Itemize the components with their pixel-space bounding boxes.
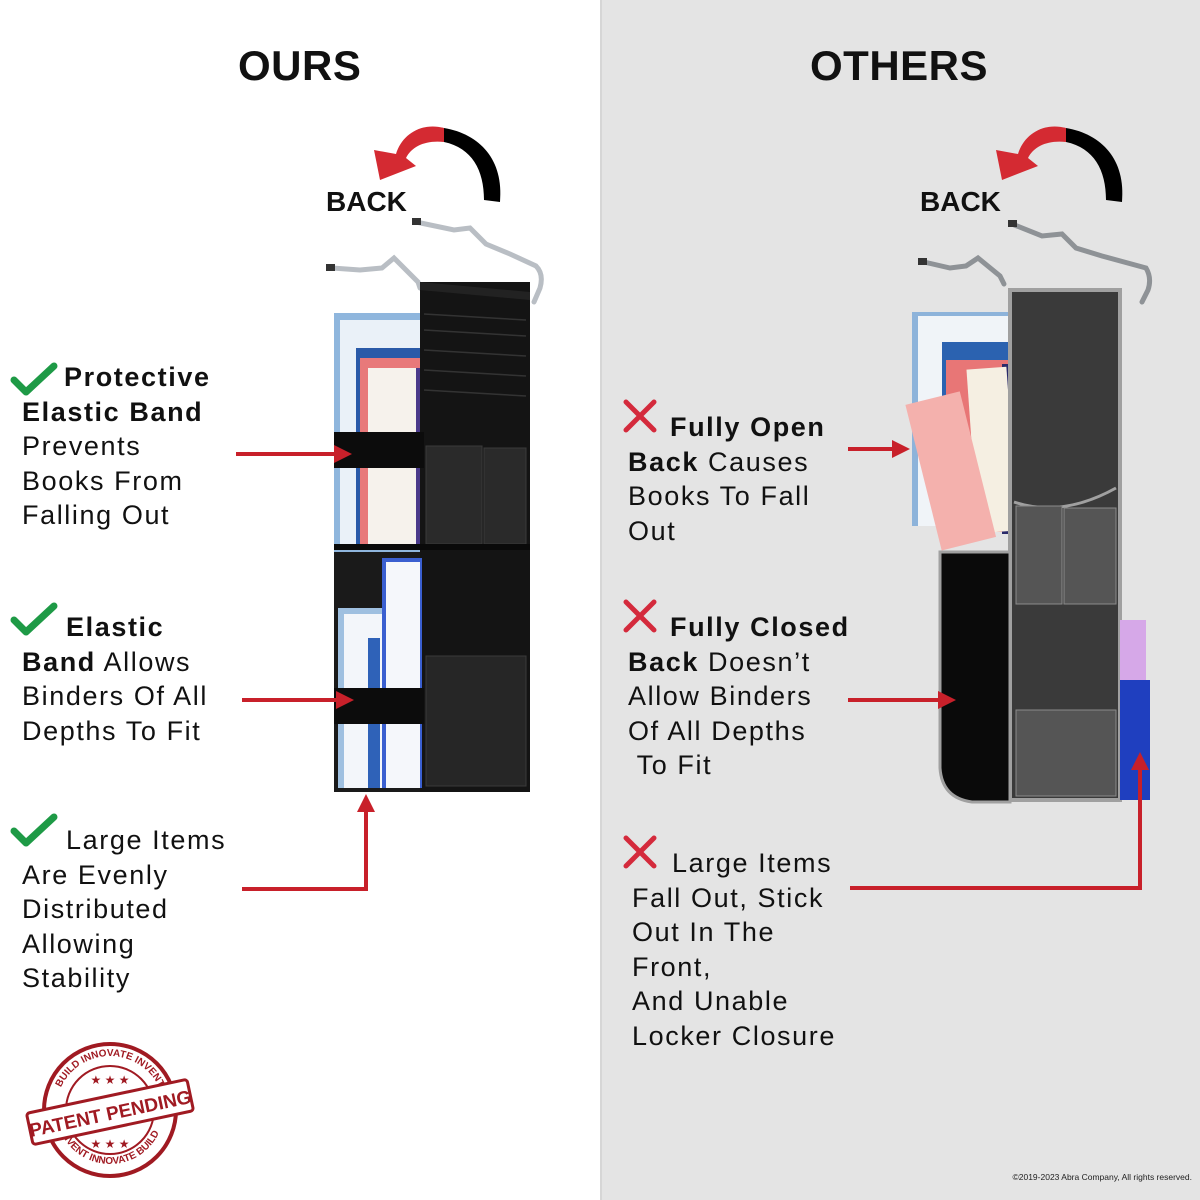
ours-feature-binder-depths: Elastic Band Allows Binders Of All Depth…: [10, 602, 208, 748]
others-back-label: BACK: [920, 186, 1001, 217]
pointer-arrow-line: [242, 887, 368, 891]
checkmark-icon: [10, 602, 58, 636]
pointer-arrowhead: [334, 445, 352, 463]
cross-icon: [623, 399, 657, 433]
others-feature-fully-open-back: Fully Open Back Causes Books To Fall Out: [623, 399, 826, 548]
cross-icon: [623, 835, 657, 869]
pointer-arrow-line: [364, 810, 368, 891]
ours-organizer-image: [326, 218, 544, 792]
pointer-arrowhead: [357, 794, 375, 812]
pointer-arrow-line: [236, 452, 336, 456]
others-heading: OTHERS: [810, 42, 989, 89]
pointer-arrowhead: [892, 440, 910, 458]
pointer-arrow-line: [1138, 768, 1142, 890]
others-feature-large-items: Large Items Fall Out, Stick Out In The F…: [623, 835, 836, 1053]
ours-feature-elastic-band: Protective Elastic Band Prevents Books F…: [10, 360, 211, 533]
pointer-arrow-line: [850, 886, 1142, 890]
ours-heading: OURS: [238, 42, 362, 89]
pointer-arrowhead: [1131, 752, 1149, 770]
patent-pending-stamp: BUILD INNOVATE INVENT INVENT INNOVATE BU…: [20, 1040, 200, 1180]
others-feature-fully-closed-back: Fully Closed Back Doesn’t Allow Binders …: [623, 599, 850, 783]
pointer-arrow-line: [848, 447, 894, 451]
svg-text:★ ★ ★: ★ ★ ★: [91, 1073, 130, 1087]
others-panel: OTHERS BACK Fully Open B: [600, 0, 1200, 1200]
rotate-back-arrow-icon: [374, 126, 501, 202]
rotate-back-arrow-icon: [996, 126, 1123, 202]
pointer-arrowhead: [938, 691, 956, 709]
copyright-notice: ©2019-2023 Abra Company, All rights rese…: [1012, 1172, 1192, 1182]
ours-panel: OURS BACK: [10, 42, 544, 1180]
svg-text:★ ★ ★: ★ ★ ★: [91, 1137, 130, 1151]
stamp-icon: BUILD INNOVATE INVENT INVENT INNOVATE BU…: [25, 1042, 195, 1178]
others-organizer-image: [905, 220, 1153, 804]
pointer-arrow-line: [242, 698, 338, 702]
pointer-arrow-line: [848, 698, 940, 702]
cross-icon: [623, 599, 657, 633]
pointer-arrowhead: [336, 691, 354, 709]
ours-back-label: BACK: [326, 186, 407, 217]
checkmark-icon: [10, 362, 58, 396]
ours-feature-stability: Large Items Are Evenly Distributed Allow…: [10, 813, 226, 996]
checkmark-icon: [10, 813, 58, 847]
